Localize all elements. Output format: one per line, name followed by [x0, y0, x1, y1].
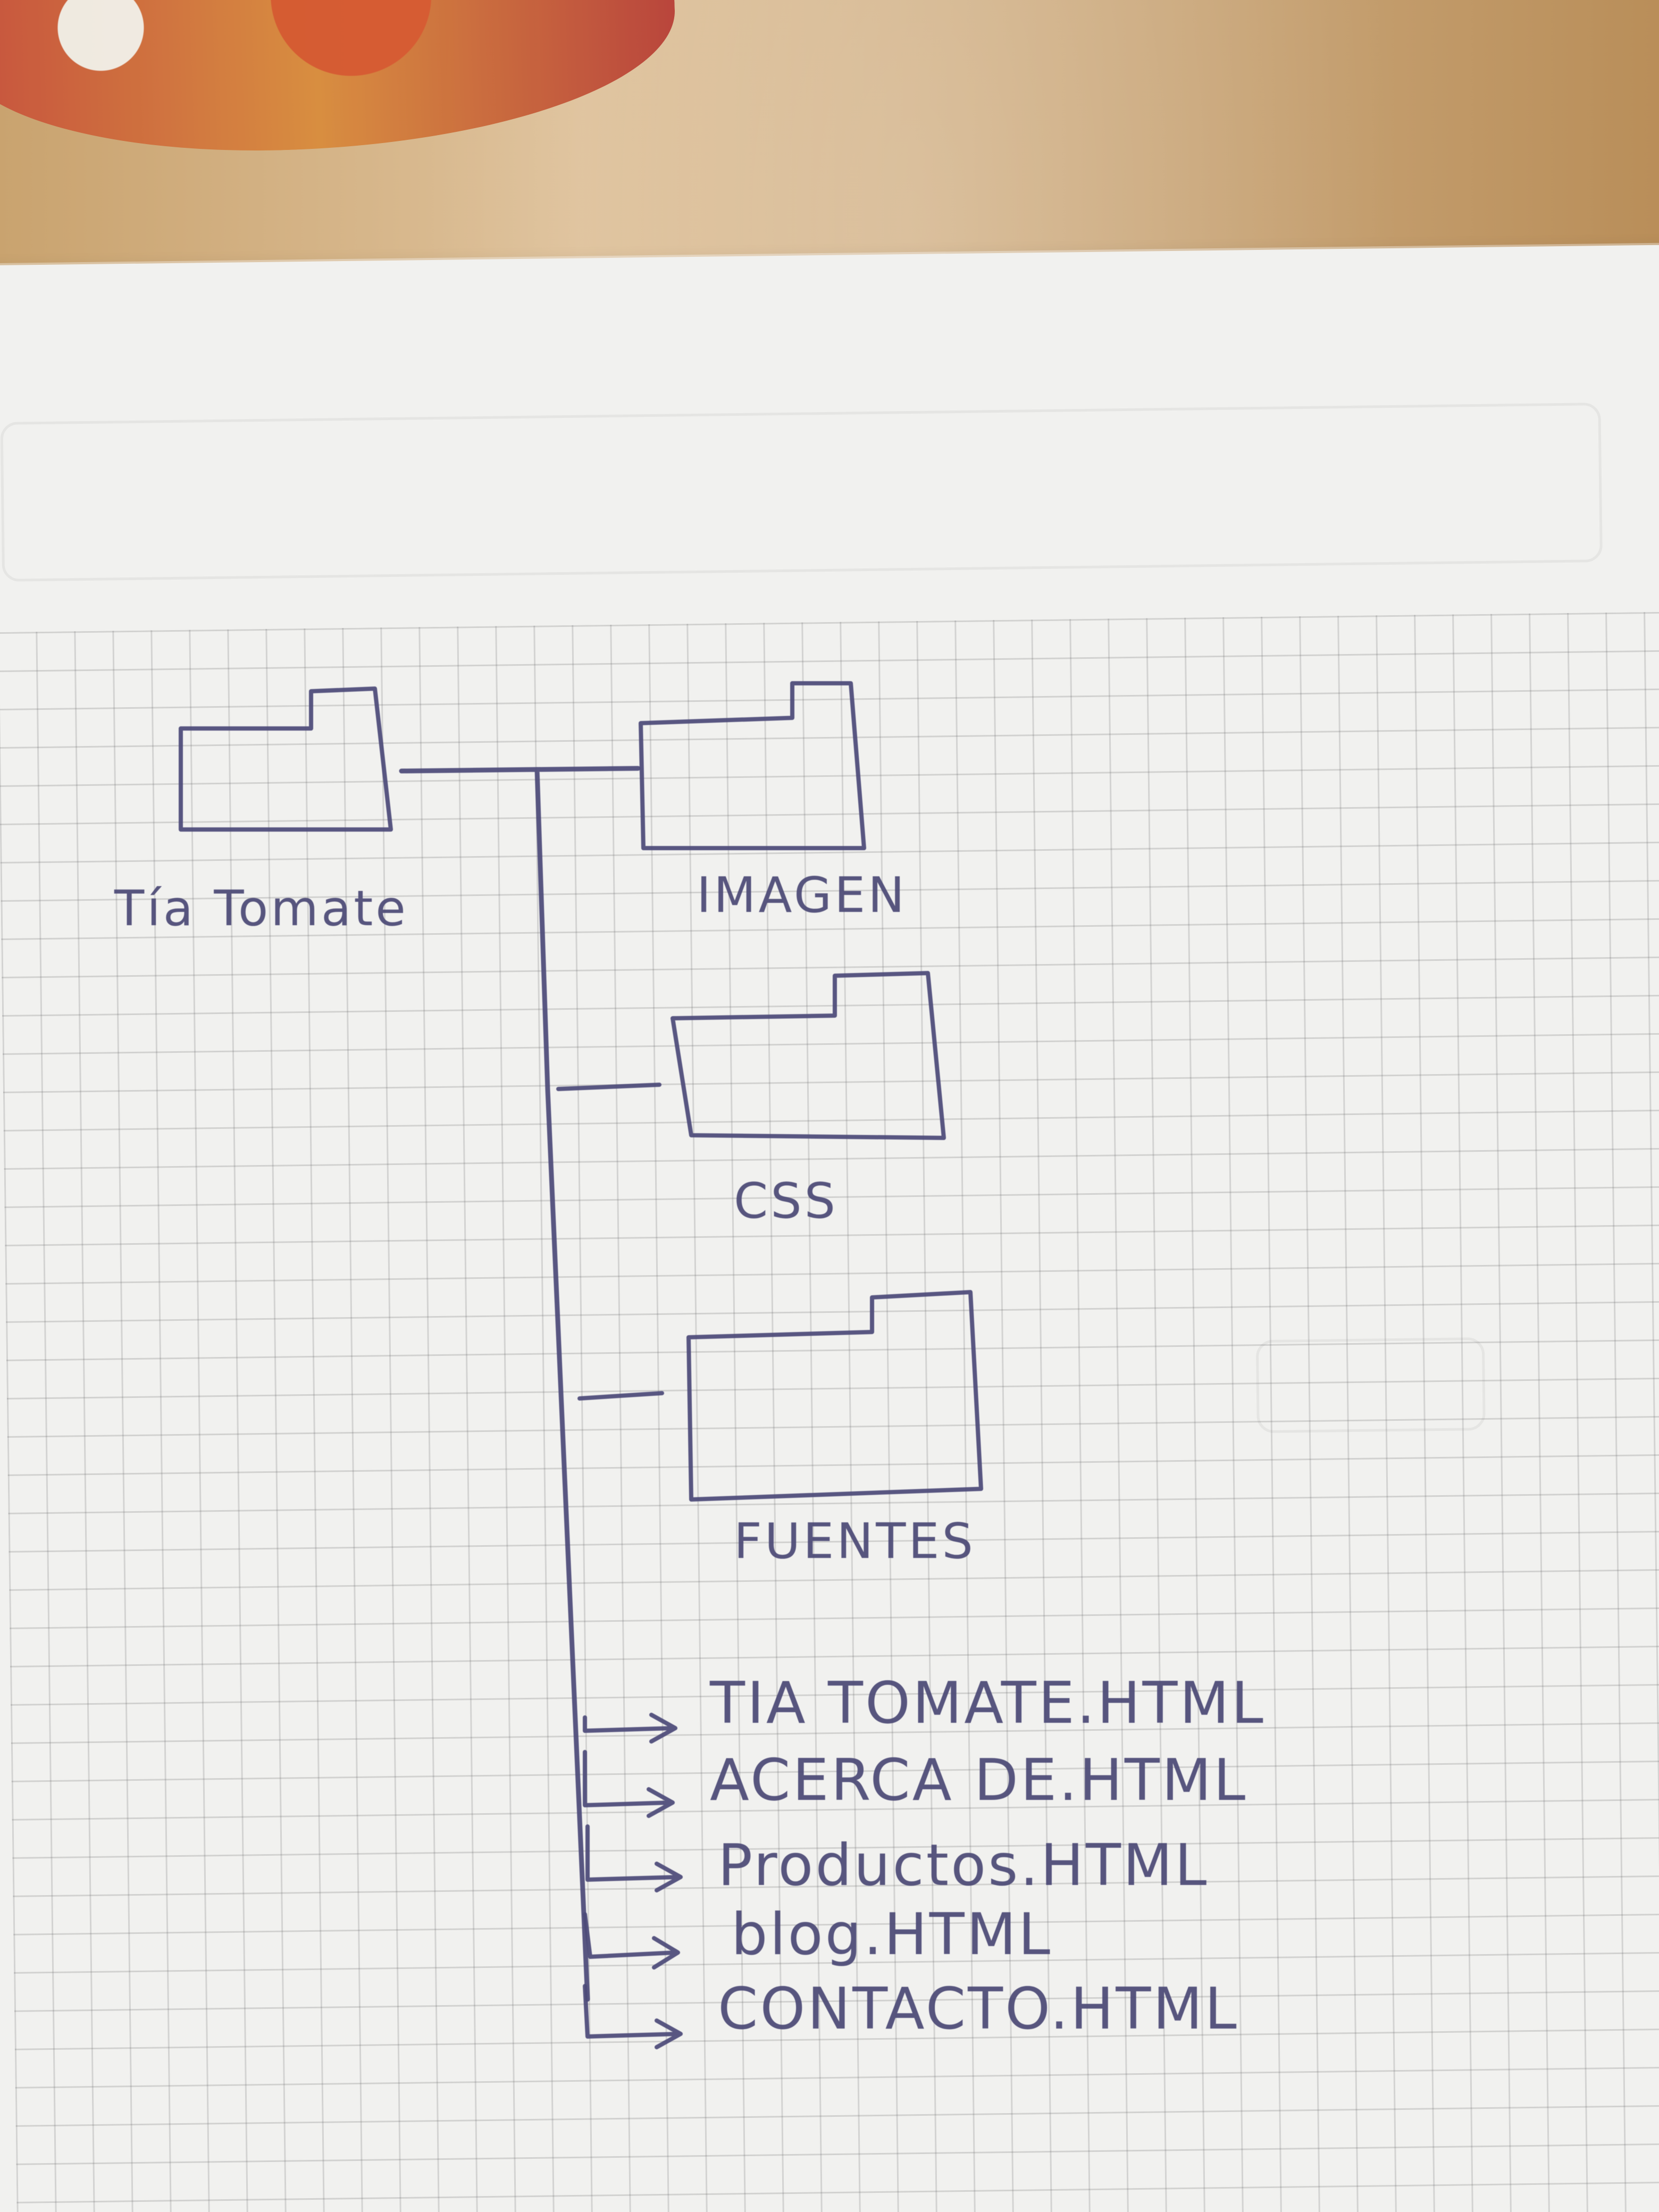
fuentes-branch-line	[577, 1391, 664, 1401]
file-label: TIA TOMATE.HTML	[709, 1670, 1266, 1737]
arrow-icon	[585, 1824, 683, 1892]
arrow-icon	[583, 1912, 680, 1970]
css-folder-label: CSS	[734, 1172, 838, 1229]
file-label: blog.HTML	[731, 1901, 1052, 1968]
arrow-icon	[583, 1713, 677, 1744]
root-folder: Tía Tomate	[114, 686, 408, 937]
file-label: CONTACTO.HTML	[718, 1976, 1239, 2042]
file-label: ACERCA DE.HTML	[710, 1747, 1247, 1814]
root-folder-icon	[179, 686, 393, 832]
imagen-folder-label: IMAGEN	[697, 867, 907, 924]
root-folder-label: Tía Tomate	[114, 880, 408, 937]
file-blog: blog.HTML	[583, 1901, 1052, 1970]
folder-fuentes: FUENTES	[577, 1290, 983, 1570]
file-acerca-de: ACERCA DE.HTML	[583, 1747, 1247, 1818]
file-contacto: CONTACTO.HTML	[583, 1976, 1239, 2049]
main-tree-line	[399, 766, 641, 2002]
fuentes-folder-icon	[686, 1290, 983, 1502]
file-tia-tomate: TIA TOMATE.HTML	[583, 1670, 1266, 1744]
imagen-folder-icon	[639, 681, 866, 850]
arrow-icon	[583, 1984, 683, 2049]
fuentes-folder-label: FUENTES	[734, 1513, 976, 1570]
css-folder-icon	[671, 971, 946, 1140]
file-label: Productos.HTML	[718, 1832, 1209, 1899]
arrow-icon	[583, 1750, 675, 1818]
file-productos: Productos.HTML	[585, 1824, 1209, 1899]
folder-imagen: IMAGEN	[639, 681, 907, 924]
css-branch-line	[556, 1083, 661, 1091]
folder-css: CSS	[556, 971, 946, 1229]
